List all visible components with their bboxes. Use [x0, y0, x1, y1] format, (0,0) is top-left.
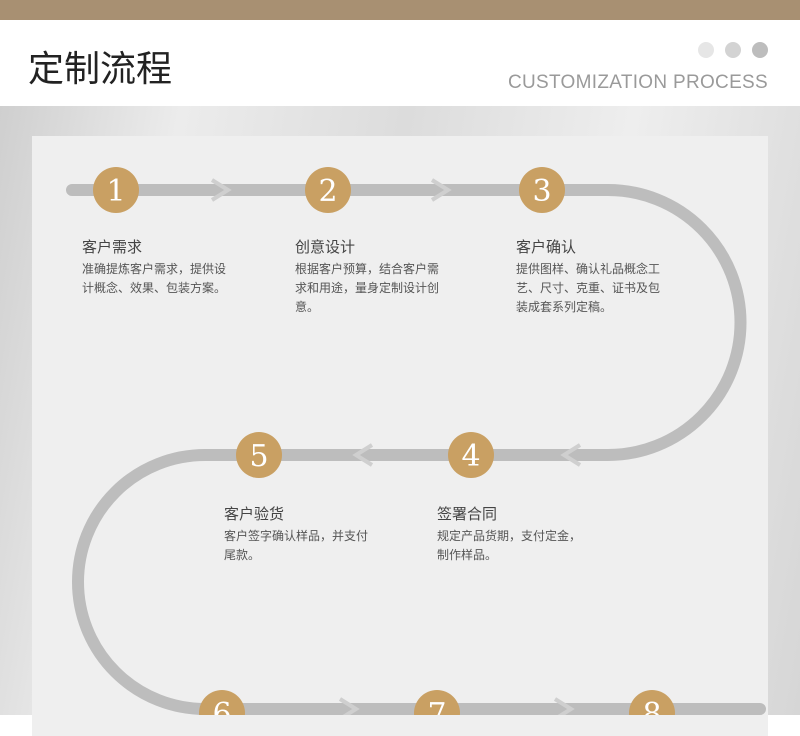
- process-panel: [32, 136, 768, 736]
- step-desc: 准确提炼客户需求，提供设计概念、效果、包装方案。: [82, 262, 227, 295]
- step-desc: 规定产品货期，支付定金，制作样品。: [437, 529, 582, 562]
- step-4: 签署合同 规定产品货期，支付定金，制作样品。: [437, 503, 587, 565]
- step-number: 3: [532, 174, 551, 209]
- dot[interactable]: [752, 42, 768, 58]
- step-5: 客户验货 客户签字确认样品，并支付尾款。: [224, 503, 374, 565]
- header: 定制流程 CUSTOMIZATION PROCESS: [0, 20, 800, 106]
- arrow-icon: [553, 697, 575, 715]
- step-number: 5: [249, 439, 268, 474]
- step-number: 4: [461, 439, 480, 474]
- step-desc: 根据客户预算，结合客户需求和用途，量身定制设计创意。: [295, 262, 440, 314]
- page-subtitle: CUSTOMIZATION PROCESS: [507, 72, 768, 93]
- process-path: 1 2 3 4 5 6 7 8: [66, 167, 766, 715]
- step-number-badge: 5: [236, 432, 282, 478]
- step-number-badge: 6: [199, 690, 245, 715]
- arrow-icon: [352, 443, 374, 467]
- step-title: 客户确认: [516, 238, 577, 256]
- step-circle: [199, 690, 245, 715]
- step-1: 客户需求 准确提炼客户需求，提供设计概念、效果、包装方案。: [82, 236, 232, 298]
- step-number: 7: [427, 697, 446, 715]
- step-circle: [448, 432, 494, 478]
- step-number-badge: 1: [93, 167, 139, 213]
- dot[interactable]: [725, 42, 741, 58]
- step-number: 2: [318, 174, 337, 209]
- top-bar: [0, 0, 800, 20]
- step-circle: [629, 690, 675, 715]
- arrow-icon: [560, 443, 582, 467]
- step-number: 1: [106, 174, 125, 209]
- step-circle: [236, 432, 282, 478]
- step-circle: [519, 167, 565, 213]
- step-desc: 客户签字确认样品，并支付尾款。: [224, 529, 369, 562]
- step-circle: [93, 167, 139, 213]
- step-title: 创意设计: [295, 238, 356, 256]
- step-number-badge: 4: [448, 432, 494, 478]
- step-number-badge: 7: [414, 690, 460, 715]
- dot[interactable]: [698, 42, 714, 58]
- step-number: 8: [642, 697, 661, 715]
- arrow-icon: [338, 697, 360, 715]
- step-number-badge: 2: [305, 167, 351, 213]
- step-3: 客户确认 提供图样、确认礼品概念工艺、尺寸、克重、证书及包装成套系列定稿。: [516, 236, 666, 317]
- step-title: 客户需求: [82, 238, 143, 256]
- arrow-icon: [430, 178, 452, 202]
- step-circle: [414, 690, 460, 715]
- step-desc: 提供图样、确认礼品概念工艺、尺寸、克重、证书及包装成套系列定稿。: [516, 262, 661, 314]
- step-number-badge: 8: [629, 690, 675, 715]
- arrow-icon: [210, 178, 232, 202]
- step-number: 6: [212, 697, 231, 715]
- page-title: 定制流程: [28, 49, 173, 90]
- pagination-dots: [698, 42, 768, 58]
- step-2: 创意设计 根据客户预算，结合客户需求和用途，量身定制设计创意。: [295, 236, 445, 317]
- step-title: 客户验货: [224, 505, 285, 523]
- step-circle: [305, 167, 351, 213]
- step-title: 签署合同: [437, 505, 498, 523]
- step-number-badge: 3: [519, 167, 565, 213]
